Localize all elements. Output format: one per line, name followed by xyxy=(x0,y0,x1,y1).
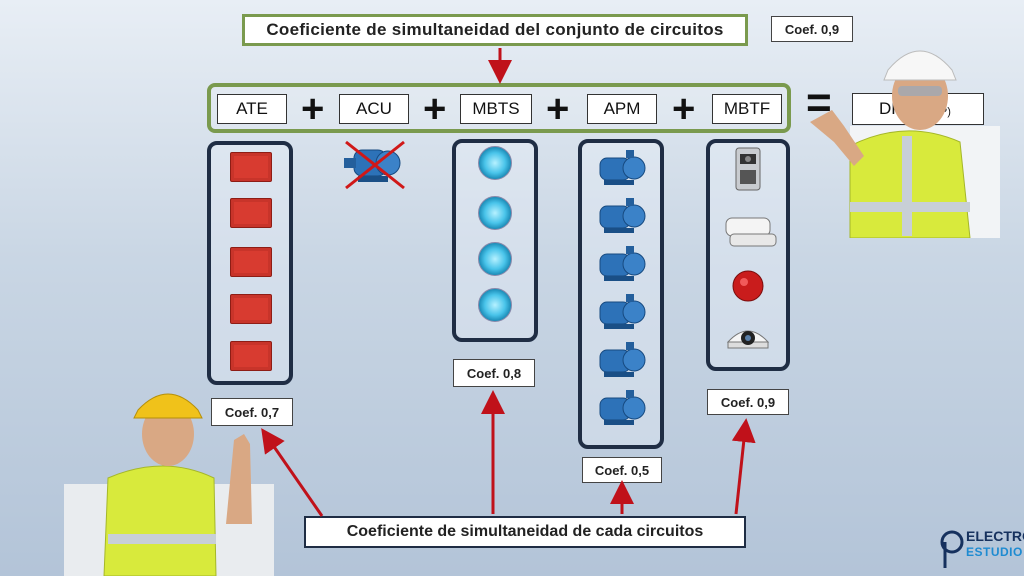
plus-sign: + xyxy=(301,87,325,131)
coef-mbtf-box: Coef. 0,9 xyxy=(707,389,789,415)
outlet-icon xyxy=(230,152,272,182)
pump-icon xyxy=(599,149,646,186)
worker-bottom-left-image xyxy=(64,393,274,576)
formula-frame xyxy=(207,83,791,133)
brand-line1: ELECTRO xyxy=(966,528,1024,544)
term-acu: ACU xyxy=(339,94,409,124)
simultaneity-each-title: Coeficiente de simultaneidad de cada cir… xyxy=(304,516,746,548)
pump-icon xyxy=(599,293,646,330)
coef-mbts-box: Coef. 0,8 xyxy=(453,359,535,387)
pool-light-icon xyxy=(478,196,512,230)
intercom-handset-icon xyxy=(725,217,777,247)
outlet-icon xyxy=(230,341,272,371)
term-ate: ATE xyxy=(217,94,287,124)
outlet-icon xyxy=(230,198,272,228)
plug-icon xyxy=(940,530,964,568)
arrow-mbtf xyxy=(731,418,756,515)
pump-icon xyxy=(599,389,646,426)
coef-total-box: Coef. 0,9 xyxy=(771,16,853,42)
brand-logo: ELECTRO ESTUDIO xyxy=(940,526,1024,572)
worker-top-right-image xyxy=(810,50,1000,238)
simultaneity-set-title: Coeficiente de simultaneidad del conjunt… xyxy=(242,14,748,46)
brand-line2: ESTUDIO xyxy=(966,545,1023,559)
outlet-icon xyxy=(230,247,272,277)
mbtf-devices xyxy=(725,147,777,349)
pump-icon xyxy=(599,245,646,282)
term-apm: APM xyxy=(587,94,657,124)
pool-light-icon xyxy=(478,288,512,322)
outlet-icon xyxy=(230,294,272,324)
coef-ate-box: Coef. 0,7 xyxy=(211,398,293,426)
term-mbtf: MBTF xyxy=(712,94,782,124)
pump-icon xyxy=(599,341,646,378)
term-mbts: MBTS xyxy=(460,94,532,124)
pool-light-icon xyxy=(478,146,512,180)
plus-sign: + xyxy=(423,87,447,131)
pump-icon xyxy=(599,197,646,234)
alarm-bell-icon xyxy=(732,270,764,302)
security-camera-icon xyxy=(726,330,770,349)
plus-sign: + xyxy=(546,87,570,131)
pump-crossed-icon xyxy=(344,140,405,190)
pool-light-icon xyxy=(478,242,512,276)
plus-sign: + xyxy=(672,87,696,131)
coef-apm-box: Coef. 0,5 xyxy=(582,457,662,483)
pumps-stack xyxy=(599,149,646,426)
group-apm xyxy=(578,139,664,449)
video-intercom-icon xyxy=(735,147,761,191)
